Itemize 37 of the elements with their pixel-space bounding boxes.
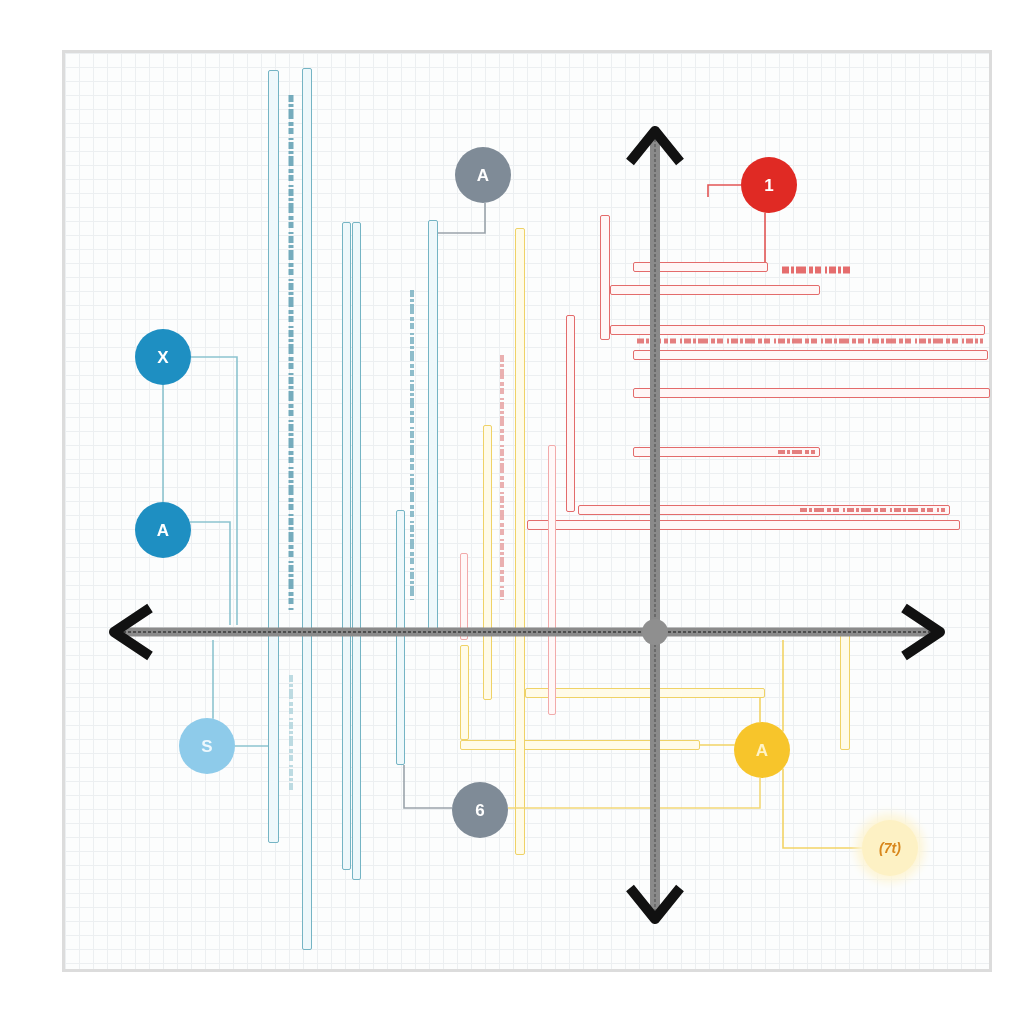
connector-line: [403, 764, 453, 809]
vertical-bar: [483, 425, 492, 700]
vertical-bar: [548, 445, 556, 715]
vertical-bar: [460, 645, 469, 740]
connector-line: [162, 384, 164, 503]
vertical-bar: [515, 228, 525, 855]
vertical-bar: [302, 68, 312, 950]
horizontal-bar: [525, 688, 765, 698]
horizontal-bar: [633, 447, 820, 457]
horizontal-bar: [633, 350, 988, 360]
horizontal-bar: [527, 520, 960, 530]
vertical-bar: [600, 215, 610, 340]
vertical-bar: [396, 510, 405, 765]
horizontal-bar: [578, 505, 950, 515]
connector-line: [782, 767, 863, 849]
horizontal-bar: [460, 740, 700, 750]
connector-line: [190, 356, 238, 626]
connector-line: [437, 202, 486, 234]
connector-line: [507, 777, 761, 809]
horizontal-bar: [633, 262, 768, 272]
horizontal-bar: [610, 325, 985, 335]
vertical-bar: [428, 220, 438, 630]
connector-line: [234, 745, 269, 747]
connector-line: [707, 184, 742, 198]
connector-line: [764, 211, 766, 263]
connector-line: [212, 639, 214, 720]
connector-line: [759, 697, 761, 723]
connector-line: [699, 744, 736, 746]
vertical-bar: [268, 70, 279, 843]
vertical-bar: [352, 222, 361, 880]
connector-line: [782, 639, 784, 733]
vertical-bar: [342, 222, 351, 870]
vertical-bar: [460, 553, 468, 640]
horizontal-bar: [633, 388, 990, 398]
horizontal-bar: [610, 285, 820, 295]
connector-line: [189, 521, 231, 626]
vertical-bar: [566, 315, 575, 512]
